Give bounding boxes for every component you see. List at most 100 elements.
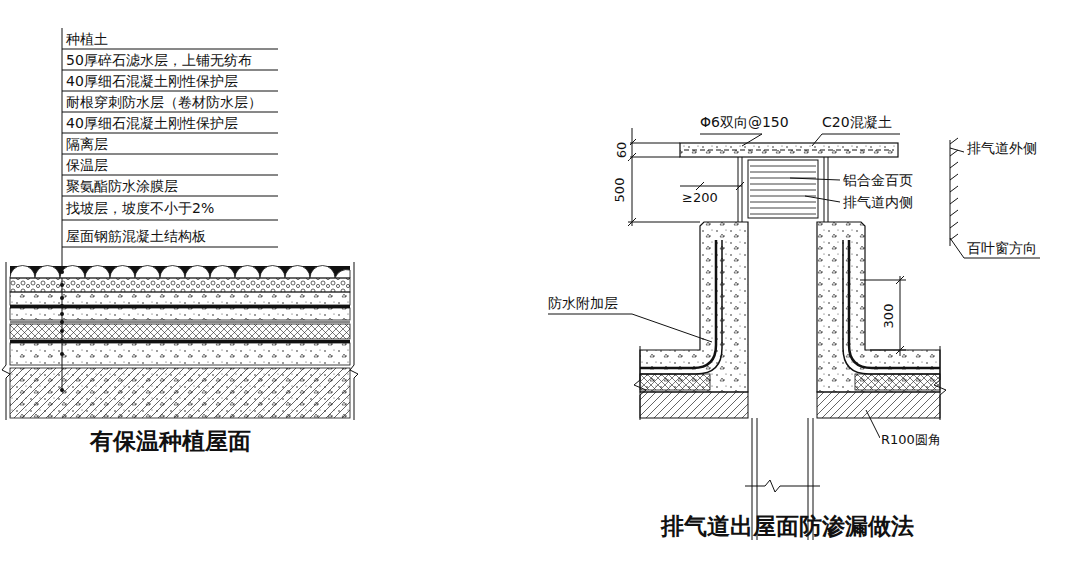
- leader-lines-part: [866, 410, 880, 438]
- planted-roof-section-part-part: [260, 266, 285, 279]
- layer-name: 50厚碎石滤水层，上铺无纺布: [66, 52, 252, 68]
- layer-list-lines-part: [62, 133, 278, 134]
- layer-name: 找坡层，坡度不小于2%: [66, 200, 214, 216]
- planted-roof-section-part-part: [60, 320, 64, 324]
- planted-roof-section-part-part: [285, 266, 310, 279]
- planted-roof-section: [2, 262, 358, 420]
- vent-cap-part-part: [750, 190, 816, 191]
- planted-roof-section-part-part: [160, 266, 185, 279]
- vent-walls-part: [849, 240, 940, 368]
- layer-name: 屋面钢筋混凝土结构板: [66, 228, 206, 244]
- planted-roof-section-part: [10, 343, 350, 365]
- planted-roof-section-part-part: [85, 266, 110, 279]
- planted-roof-section-part: [10, 266, 350, 279]
- planted-roof-section-part: [10, 340, 350, 343]
- layer-name: 耐根穿刺防水层（卷材防水层）: [66, 94, 262, 110]
- planted-roof-section-part-part: [60, 270, 64, 274]
- vent-walls-part: [855, 374, 940, 390]
- planted-roof-section-part-part: [60, 312, 64, 316]
- dimension-lines-part: [628, 218, 636, 226]
- dimension-value: 60: [614, 141, 630, 160]
- vent-walls-part-part: [745, 480, 820, 492]
- louvre-direction-symbol-part: [950, 138, 958, 240]
- part-label: 铝合金百页: [842, 172, 914, 188]
- layer-name: 聚氨酯防水涂膜层: [66, 178, 178, 194]
- vent-cap-part-part: [750, 202, 816, 203]
- planted-roof-section-part: [10, 308, 350, 320]
- dimension-value: 300: [881, 303, 897, 330]
- planted-roof-section-part-part: [35, 266, 60, 278]
- vent-cap-part-part: [828, 157, 829, 222]
- part-label: R100圆角: [880, 432, 942, 448]
- dimension-lines-part: [628, 222, 700, 223]
- planted-roof-section-part-part: [210, 266, 235, 279]
- planted-roof-section-part: [350, 262, 358, 420]
- dimension-lines-part: [680, 186, 742, 187]
- layer-name: 40厚细石混凝土刚性保护层: [66, 73, 238, 89]
- dimension-lines-part: [628, 157, 680, 158]
- planted-roof-section-part: [2, 262, 10, 420]
- layer-list-lines-part: [62, 112, 278, 113]
- vent-cap-part-part: [750, 214, 816, 215]
- vent-cap-part-part: [750, 184, 816, 185]
- layer-name: 隔离层: [66, 136, 108, 152]
- vent-cap-part: [684, 150, 894, 151]
- vent-walls-part: [934, 346, 946, 420]
- layer-name: 保温层: [66, 157, 108, 173]
- layer-list-lines-part: [62, 220, 278, 221]
- layer-list-lines-part: [62, 247, 278, 248]
- vent-cap-part-part: [750, 208, 816, 209]
- planted-roof-section-part-part: [185, 266, 210, 279]
- vent-cap-part: [750, 166, 816, 214]
- planted-roof-section-part-part: [110, 266, 135, 279]
- dimension-value: ≥200: [682, 190, 718, 206]
- planted-roof-section-part-part: [235, 266, 260, 279]
- vent-walls-part: [640, 240, 716, 368]
- planted-roof-section-part-part: [60, 339, 64, 343]
- planted-roof-section-part: [10, 305, 350, 308]
- material-note: C20混凝土: [822, 114, 892, 130]
- layer-list-lines-part: [62, 175, 278, 176]
- leader-lines-part: [812, 134, 900, 146]
- planted-roof-section-part-part: [310, 266, 335, 279]
- vent-walls-part: [640, 392, 748, 418]
- louvre-direction-symbol-part: [950, 148, 964, 152]
- vent-cap-part: [748, 160, 818, 218]
- planted-roof-section-part-part: [135, 266, 160, 278]
- vent-walls-part: [640, 222, 748, 392]
- vent-cap-part: [738, 157, 828, 222]
- rebar-note: Φ6双向@150: [700, 114, 789, 130]
- leader-lines-part: [700, 134, 762, 146]
- planted-roof-section-part: [10, 266, 350, 278]
- part-label: 排气道内侧: [842, 194, 914, 210]
- vent-walls-part: [817, 222, 940, 392]
- planted-roof-section-part: [10, 292, 350, 305]
- vent-cap-part-part: [824, 157, 825, 222]
- planted-roof-section-part-part: [335, 270, 350, 278]
- planted-roof-section-part-part: [60, 304, 64, 308]
- layer-list-lines-part: [62, 91, 278, 92]
- vent-cap-part-part: [742, 157, 743, 222]
- planted-roof-section-part: [60, 270, 64, 392]
- planted-roof-section-part: [10, 278, 350, 292]
- vent-cap-part-part: [738, 157, 739, 222]
- planted-roof-section-part-part: [60, 296, 64, 300]
- dimension-value: 500: [612, 177, 628, 204]
- layer-list-lines-part: [62, 196, 278, 197]
- dimension-lines-part: [896, 276, 904, 284]
- louvre-direction-symbol-part: [950, 238, 1040, 258]
- dimension-lines-part: [896, 346, 904, 354]
- layer-name: 种植土: [66, 31, 108, 47]
- leader-lines-part: [548, 314, 712, 342]
- planted-roof-section-part: [10, 368, 350, 418]
- planted-roof-section-part: [10, 368, 350, 418]
- leader-lines-part: [805, 196, 840, 202]
- vent-cap-part: [680, 143, 898, 157]
- dimension-lines-part: [736, 182, 744, 190]
- dimension-lines-part: [900, 276, 901, 356]
- vent-walls-part: [640, 240, 722, 374]
- vent-cap-part-part: [750, 166, 816, 167]
- layer-list-lines-part: [62, 70, 278, 71]
- planted-roof-section-part: [10, 324, 350, 339]
- part-label: 防水附加层: [548, 295, 618, 311]
